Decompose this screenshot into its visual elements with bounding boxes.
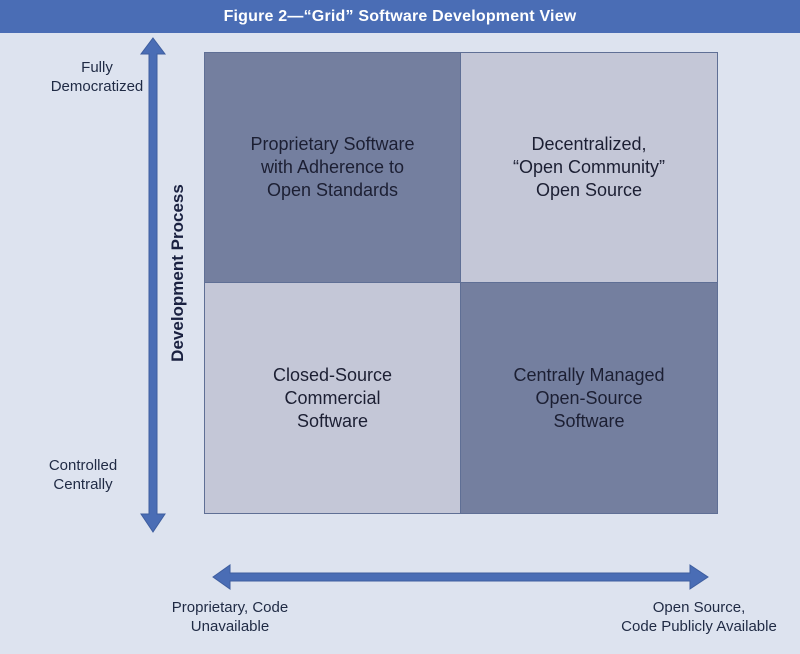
x-axis-right-label-line-1: Open Source, — [652, 599, 746, 616]
quadrant-bottom-left-line-1: Closed-Source — [272, 364, 393, 385]
quadrant-top-right-line-3: Open Source — [535, 180, 643, 200]
quadrant-bottom-right-line-1: Centrally Managed — [513, 364, 665, 385]
x-axis-right-label: Open Source, Code Publicly Available — [604, 598, 794, 636]
horizontal-arrow-shape — [212, 564, 709, 590]
y-axis-bottom-label: Controlled Centrally — [13, 456, 153, 494]
quadrant-top-left-line-2: with Adherence to — [260, 157, 405, 177]
y-axis-bottom-label-line-2: Centrally — [53, 476, 113, 493]
y-axis-top-label-line-2: Democratized — [50, 78, 144, 95]
quadrant-bottom-right-text: Centrally Managed Open-Source Software — [513, 364, 664, 433]
figure-title: Figure 2—“Grid” Software Development Vie… — [0, 0, 800, 33]
quadrant-bottom-left: Closed-Source Commercial Software — [205, 283, 461, 513]
x-axis-left-label-line-2: Unavailable — [190, 618, 270, 635]
quadrant-grid: Proprietary Software with Adherence to O… — [204, 52, 718, 514]
quadrant-top-right-line-1: Decentralized, — [531, 134, 647, 154]
quadrant-top-right-line-2: “Open Community” — [512, 157, 666, 177]
quadrant-bottom-right-line-2: Open-Source — [535, 387, 643, 408]
quadrant-top-right: Decentralized, “Open Community” Open Sou… — [461, 53, 717, 283]
quadrant-top-left-line-1: Proprietary Software — [250, 134, 415, 154]
quadrant-bottom-right: Centrally Managed Open-Source Software — [461, 283, 717, 513]
horizontal-double-arrow — [212, 564, 709, 590]
quadrant-top-left-text: Proprietary Software with Adherence to O… — [250, 133, 414, 202]
quadrant-bottom-left-line-3: Software — [296, 410, 369, 431]
quadrant-bottom-left-text: Closed-Source Commercial Software — [273, 364, 392, 433]
vertical-arrow-shape — [140, 37, 166, 533]
y-axis-top-label-line-1: Fully — [81, 59, 113, 76]
quadrant-bottom-right-line-3: Software — [553, 410, 625, 431]
quadrant-top-right-text: Decentralized, “Open Community” Open Sou… — [513, 133, 665, 202]
y-axis-top-label: Fully Democratized — [27, 58, 167, 96]
x-axis-right-label-line-2: Code Publicly Available — [621, 618, 777, 635]
x-axis-left-label: Proprietary, Code Unavailable — [150, 598, 310, 636]
vertical-double-arrow — [140, 37, 166, 533]
quadrant-bottom-left-line-2: Commercial — [284, 387, 381, 408]
quadrant-top-left: Proprietary Software with Adherence to O… — [205, 53, 461, 283]
quadrant-top-left-line-3: Open Standards — [266, 180, 399, 200]
y-axis-title: Development Process — [168, 184, 187, 362]
x-axis-left-label-line-1: Proprietary, Code — [171, 599, 289, 616]
y-axis-bottom-label-line-1: Controlled — [48, 457, 118, 474]
